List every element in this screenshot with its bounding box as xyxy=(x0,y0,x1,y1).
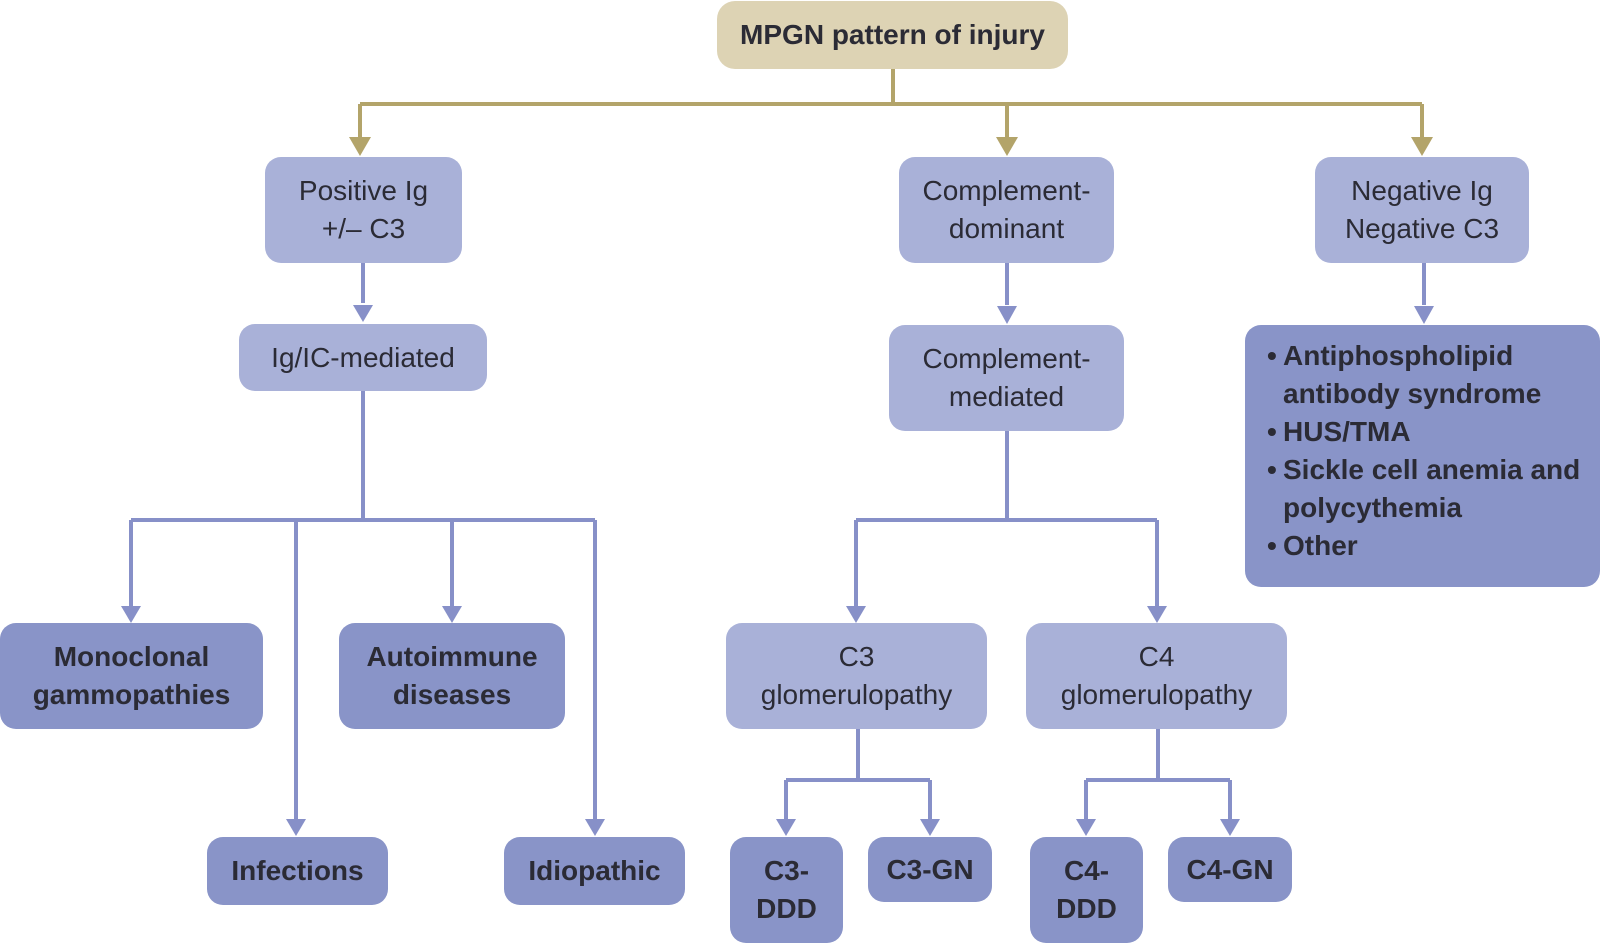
monoclonal-gammopathies-node: Monoclonal gammopathies xyxy=(0,623,263,729)
list-item: Antiphospholipid antibody syndrome xyxy=(1267,337,1582,413)
complement-dominant-line1: Complement- xyxy=(922,175,1091,206)
root-node: MPGN pattern of injury xyxy=(717,1,1068,69)
c4-glomerulopathy-node: C4 glomerulopathy xyxy=(1026,623,1287,729)
root-arrowheads xyxy=(349,137,1433,156)
c4-ddd-line1: C4- xyxy=(1063,855,1110,886)
branch-connectors xyxy=(129,262,1426,820)
c4-ddd-line2: DDD xyxy=(1056,893,1117,924)
infections-label: Infections xyxy=(231,855,364,886)
c3-ddd-line2: DDD xyxy=(756,893,817,924)
root-label: MPGN pattern of injury xyxy=(740,19,1045,50)
c4-gn-label: C4-GN xyxy=(1186,853,1274,885)
c3-ddd-line1: C3- xyxy=(763,855,810,886)
negative-ig-line1: Negative Ig xyxy=(1351,175,1493,206)
monoclonal-line1: Monoclonal xyxy=(53,641,210,672)
autoimmune-line2: diseases xyxy=(392,679,512,710)
idiopathic-node: Idiopathic xyxy=(504,837,685,905)
complement-dominant-node: Complement- dominant xyxy=(899,157,1114,263)
positive-ig-line2: +/– C3 xyxy=(321,213,406,244)
c3-gn-node: C3-GN xyxy=(868,837,992,902)
complement-mediated-node: Complement- mediated xyxy=(889,325,1124,431)
branch-arrowheads xyxy=(121,305,1434,836)
negative-ig-node: Negative Ig Negative C3 xyxy=(1315,157,1529,263)
complement-mediated-line2: mediated xyxy=(948,381,1065,412)
c4-gn-node: C4-GN xyxy=(1168,837,1292,902)
c3g-line2: glomerulopathy xyxy=(760,679,953,710)
list-item: Sickle cell anemia and polycythemia xyxy=(1267,451,1582,527)
c4g-line2: glomerulopathy xyxy=(1060,679,1253,710)
c3-gn-label: C3-GN xyxy=(886,853,974,885)
positive-ig-line1: Positive Ig xyxy=(298,175,429,206)
autoimmune-diseases-node: Autoimmune diseases xyxy=(339,623,565,729)
ig-ic-mediated-node: Ig/IC-mediated xyxy=(239,324,487,391)
negative-causes-box: Antiphospholipid antibody syndrome HUS/T… xyxy=(1245,325,1600,587)
c3-ddd-node: C3- DDD xyxy=(730,837,843,943)
complement-dominant-line2: dominant xyxy=(948,213,1065,244)
c4g-line1: C4 xyxy=(1138,641,1175,672)
monoclonal-line2: gammopathies xyxy=(32,679,231,710)
root-connectors xyxy=(358,68,1424,140)
negative-ig-line2: Negative C3 xyxy=(1344,213,1500,244)
complement-mediated-line1: Complement- xyxy=(922,343,1091,374)
c3g-line1: C3 xyxy=(838,641,875,672)
negative-causes-list: Antiphospholipid antibody syndrome HUS/T… xyxy=(1267,337,1582,565)
positive-ig-node: Positive Ig +/– C3 xyxy=(265,157,462,263)
ig-ic-mediated-label: Ig/IC-mediated xyxy=(271,341,455,373)
list-item: Other xyxy=(1267,527,1582,565)
list-item: HUS/TMA xyxy=(1267,413,1582,451)
idiopathic-label: Idiopathic xyxy=(528,855,661,886)
c4-ddd-node: C4- DDD xyxy=(1030,837,1143,943)
c3-glomerulopathy-node: C3 glomerulopathy xyxy=(726,623,987,729)
infections-node: Infections xyxy=(207,837,388,905)
autoimmune-line1: Autoimmune xyxy=(366,641,538,672)
